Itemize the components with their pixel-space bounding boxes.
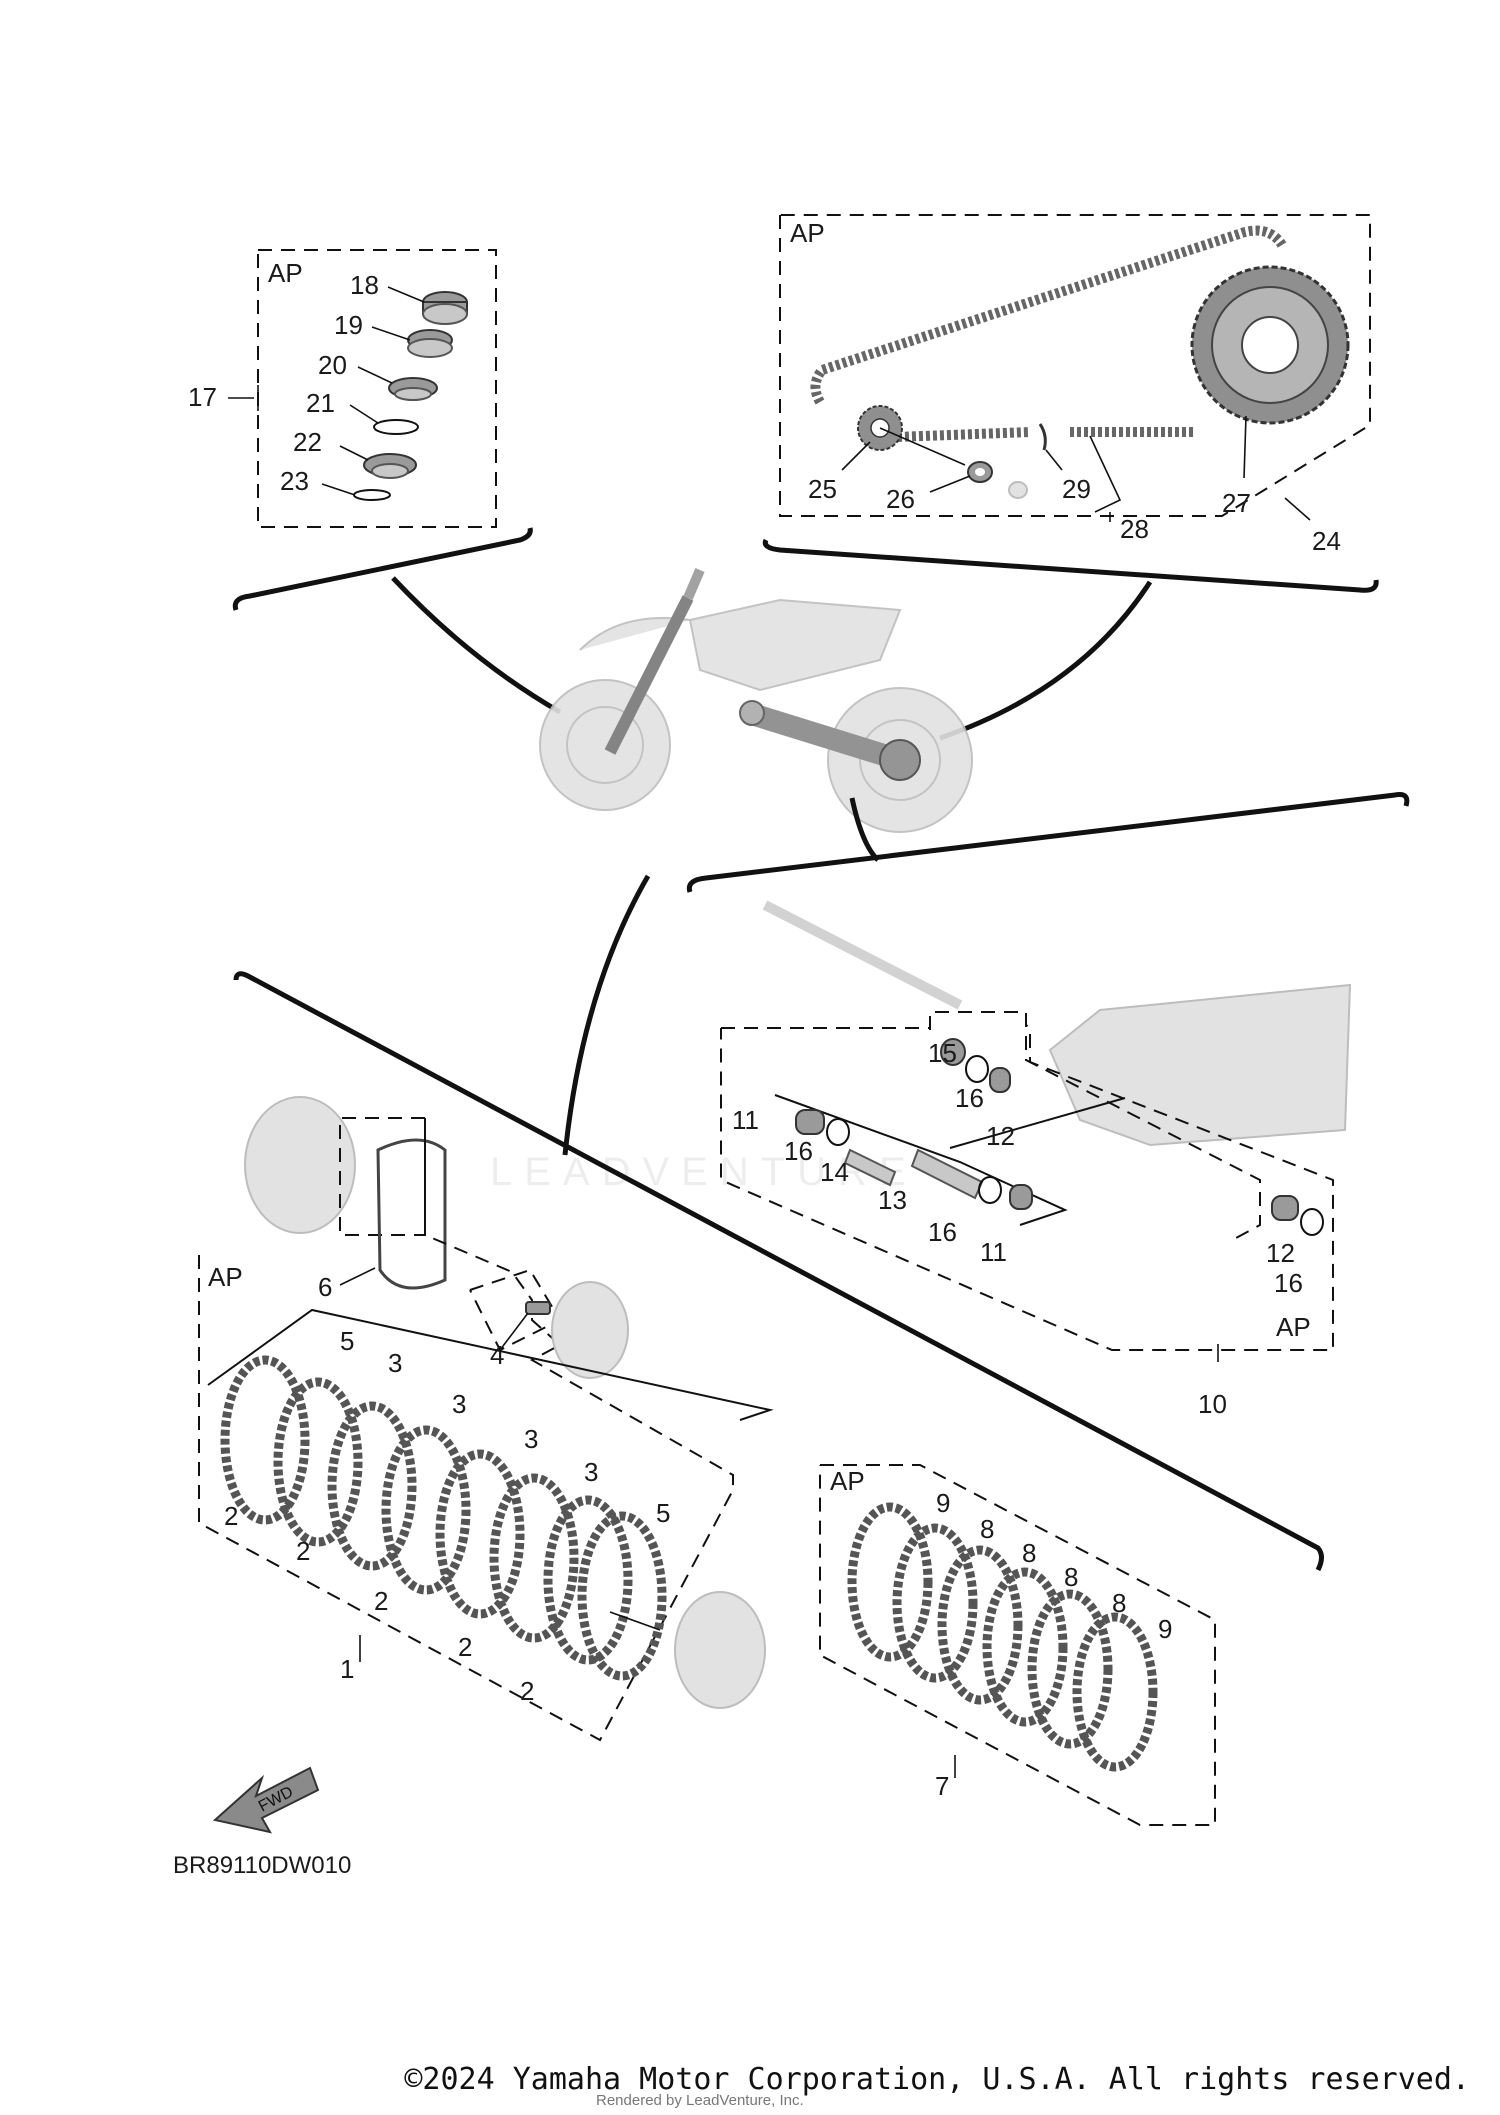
- part-label-2-a: 2: [224, 1501, 238, 1531]
- part-label-1: 1: [340, 1654, 354, 1684]
- part-label-16-c: 16: [928, 1217, 957, 1247]
- part-label-5-a: 5: [340, 1326, 354, 1356]
- ap-label-plates: AP: [830, 1466, 865, 1496]
- part-label-19: 19: [334, 310, 363, 340]
- ap-label-clutch: AP: [208, 1262, 243, 1292]
- part-label-12-a: 12: [986, 1121, 1015, 1151]
- part-label-4: 4: [490, 1340, 504, 1370]
- motorcycle-illustration: [539, 568, 973, 833]
- part-label-29: 29: [1062, 474, 1091, 504]
- part-label-15: 15: [928, 1038, 957, 1068]
- part-label-17: 17: [188, 382, 217, 412]
- part-label-12-b: 12: [1266, 1238, 1295, 1268]
- copyright-footer: ©2024 Yamaha Motor Corporation, U.S.A. A…: [404, 2062, 1470, 2097]
- part-label-3-b: 3: [452, 1389, 466, 1419]
- drive-chain-group: AP 25 26 27 28 29 24: [779, 214, 1371, 556]
- part-label-7: 7: [935, 1771, 949, 1801]
- part-label-18: 18: [350, 270, 379, 300]
- part-label-2-e: 2: [520, 1676, 534, 1706]
- part-label-11-a: 11: [732, 1105, 759, 1135]
- part-label-3-a: 3: [388, 1348, 402, 1378]
- part-label-2-c: 2: [374, 1586, 388, 1616]
- part-label-10: 10: [1198, 1389, 1227, 1419]
- part-label-8-a: 8: [980, 1514, 994, 1544]
- part-label-3-c: 3: [524, 1424, 538, 1454]
- part-label-16-b: 16: [784, 1136, 813, 1166]
- part-label-2-b: 2: [296, 1536, 310, 1566]
- part-label-25: 25: [808, 474, 837, 504]
- ap-label-drive-chain: AP: [790, 218, 825, 248]
- part-label-8-d: 8: [1112, 1588, 1126, 1618]
- part-label-26: 26: [886, 484, 915, 514]
- part-label-16-a: 16: [955, 1083, 984, 1113]
- part-label-3-d: 3: [584, 1457, 598, 1487]
- part-label-13: 13: [878, 1185, 907, 1215]
- fwd-arrow-icon: FWD: [212, 1766, 320, 1834]
- rendered-by-text: Rendered by LeadVenture, Inc.: [596, 2092, 804, 2109]
- part-label-14: 14: [820, 1157, 849, 1187]
- part-label-28: 28: [1120, 514, 1149, 544]
- leadventure-watermark: LEADVENTURE: [490, 1150, 918, 1194]
- part-label-16-d: 16: [1274, 1268, 1303, 1298]
- part-label-20: 20: [318, 350, 347, 380]
- friction-plate-stack: [220, 1355, 667, 1681]
- part-label-11-b: 11: [980, 1237, 1007, 1267]
- part-label-27: 27: [1222, 488, 1251, 518]
- part-label-21: 21: [306, 388, 335, 418]
- part-label-2-d: 2: [458, 1632, 472, 1662]
- part-label-6: 6: [318, 1272, 332, 1302]
- plate-kit-group: AP 7 9 8 8 8 8 9: [819, 1464, 1216, 1826]
- part-label-8-b: 8: [1022, 1538, 1036, 1568]
- ap-label-swingarm: AP: [1276, 1312, 1311, 1342]
- part-label-24: 24: [1312, 526, 1341, 556]
- swingarm-bearing-group: AP 15 16 12 11 16 14 13 16 11 12 16 10: [720, 900, 1352, 1419]
- part-label-9-a: 9: [936, 1488, 950, 1518]
- steering-bearing-kit-group: AP 18 19 20 21 22 23 17: [188, 249, 497, 528]
- part-label-8-c: 8: [1064, 1562, 1078, 1592]
- part-label-23: 23: [280, 466, 309, 496]
- ap-label-steering: AP: [268, 258, 303, 288]
- part-label-9-b: 9: [1158, 1614, 1172, 1644]
- part-label-5-b: 5: [656, 1498, 670, 1528]
- diagram-code: BR89110DW010: [173, 1852, 351, 1879]
- part-label-22: 22: [293, 427, 322, 457]
- clutch-group: 6 AP 4 1 5 3 3 3 3 5 2 2: [198, 1096, 774, 1742]
